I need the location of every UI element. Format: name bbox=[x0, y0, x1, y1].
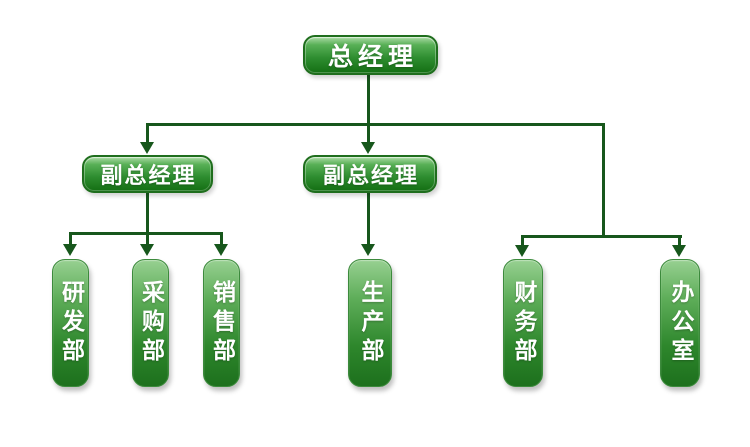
connector-right-elbow bbox=[602, 123, 605, 238]
connector-right-horizontal bbox=[522, 235, 682, 238]
connector-purchasing-stem bbox=[146, 232, 149, 246]
node-label: 总经理 bbox=[327, 42, 418, 71]
connector-rd-stem bbox=[69, 232, 72, 246]
connector-main-horizontal bbox=[146, 123, 605, 126]
connector-left-elbow bbox=[146, 123, 149, 143]
connector-vp2-stem bbox=[367, 193, 370, 245]
node-dept-rd: 研发部 bbox=[52, 259, 89, 387]
arrow-down-icon-office bbox=[672, 245, 686, 257]
node-label: 副总经理 bbox=[322, 164, 419, 189]
arrow-down-icon-finance bbox=[515, 245, 529, 257]
node-dept-production: 生产部 bbox=[348, 259, 392, 387]
connector-vp1-stem bbox=[146, 193, 149, 235]
node-dept-sales: 销售部 bbox=[203, 259, 240, 387]
node-general-manager: 总经理 bbox=[303, 35, 438, 75]
arrow-down-icon-vp2 bbox=[361, 142, 375, 154]
node-dept-finance: 财务部 bbox=[503, 259, 543, 387]
node-label: 采购部 bbox=[137, 279, 164, 367]
node-label: 副总经理 bbox=[100, 164, 197, 189]
arrow-down-icon-vp1 bbox=[140, 142, 154, 154]
node-dept-office: 办公室 bbox=[660, 259, 700, 387]
arrow-down-icon-production bbox=[361, 244, 375, 256]
connector-office-stem bbox=[678, 235, 681, 246]
connector-sales-stem bbox=[220, 232, 223, 246]
arrow-down-icon-sales bbox=[214, 244, 228, 256]
node-deputy-manager-2: 副总经理 bbox=[303, 155, 437, 193]
arrow-down-icon-rd bbox=[63, 244, 77, 256]
node-label: 研发部 bbox=[57, 279, 84, 367]
node-label: 销售部 bbox=[208, 279, 235, 367]
node-deputy-manager-1: 副总经理 bbox=[82, 155, 213, 193]
arrow-down-icon-purchasing bbox=[140, 244, 154, 256]
connector-finance-stem bbox=[521, 235, 524, 246]
node-label: 生产部 bbox=[357, 279, 383, 367]
node-label: 财务部 bbox=[510, 279, 536, 367]
node-label: 办公室 bbox=[667, 279, 693, 367]
node-dept-purchasing: 采购部 bbox=[132, 259, 169, 387]
connector-root-stem bbox=[367, 75, 370, 142]
